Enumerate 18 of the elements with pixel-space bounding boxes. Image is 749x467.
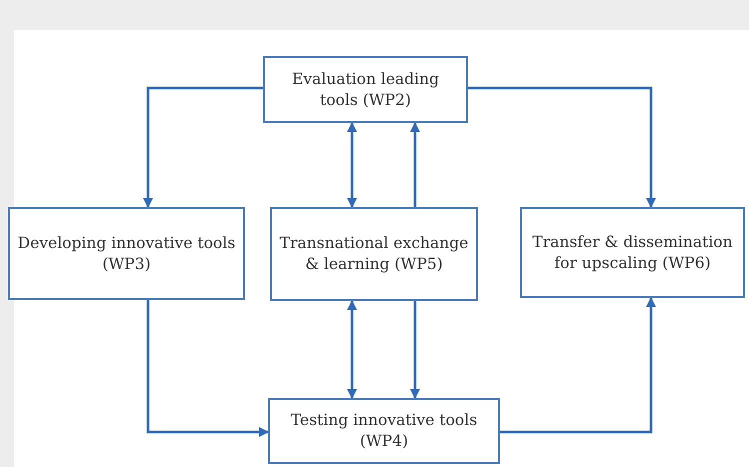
arrow bbox=[347, 122, 357, 208]
process-box bbox=[263, 56, 468, 123]
arrow bbox=[500, 297, 656, 434]
process-box bbox=[520, 207, 745, 298]
process-box bbox=[8, 207, 245, 300]
arrow bbox=[410, 301, 420, 399]
arrow bbox=[410, 122, 420, 207]
box-label: Testing innovative tools (WP4) bbox=[290, 410, 478, 452]
box-label: Transnational exchange & learning (WP5) bbox=[278, 233, 470, 275]
arrow bbox=[143, 86, 263, 208]
process-box bbox=[268, 398, 500, 464]
arrow bbox=[347, 300, 357, 399]
process-box bbox=[270, 207, 478, 301]
box-label: Transfer & dissemination for upscaling (WP6) bbox=[531, 232, 734, 274]
box-label: Evaluation leading tools (WP2) bbox=[290, 68, 440, 110]
arrow bbox=[146, 300, 269, 437]
arrow bbox=[468, 86, 656, 208]
box-label: Developing innovative tools (WP3) bbox=[16, 232, 236, 274]
